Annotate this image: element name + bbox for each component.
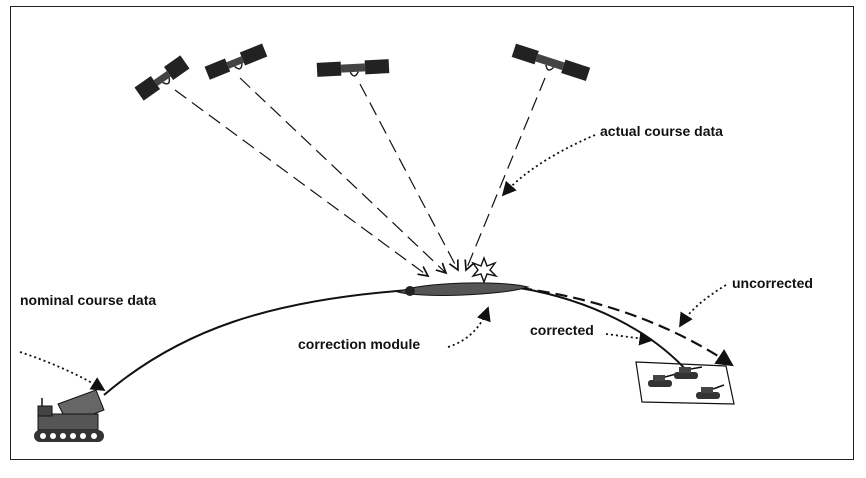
shell-icon	[396, 282, 530, 296]
corrected-label: corrected	[530, 322, 594, 338]
pointer-arrows	[19, 134, 727, 391]
correction-module-label: correction module	[298, 336, 421, 352]
satellite-icon	[511, 43, 591, 82]
launcher-vehicle-icon	[34, 389, 105, 442]
actual-course-data-label: actual course data	[600, 123, 723, 139]
uncorrected-trajectory	[519, 286, 734, 367]
diagram-frame	[10, 6, 854, 460]
target-area	[635, 361, 735, 405]
tank-icon	[674, 366, 703, 379]
satellite-icon	[204, 43, 268, 80]
satellite-signal-lines	[174, 77, 546, 276]
tank-icon	[696, 384, 725, 399]
satellite-icon	[134, 55, 190, 101]
trajectory-curve	[103, 289, 411, 396]
tank-icon	[648, 373, 677, 387]
nominal-course-data-label: nominal course data	[20, 292, 157, 308]
burst-icon	[471, 256, 499, 284]
uncorrected-label: uncorrected	[732, 275, 813, 291]
corrected-trajectory	[519, 287, 689, 373]
satellite-icon	[316, 59, 390, 77]
